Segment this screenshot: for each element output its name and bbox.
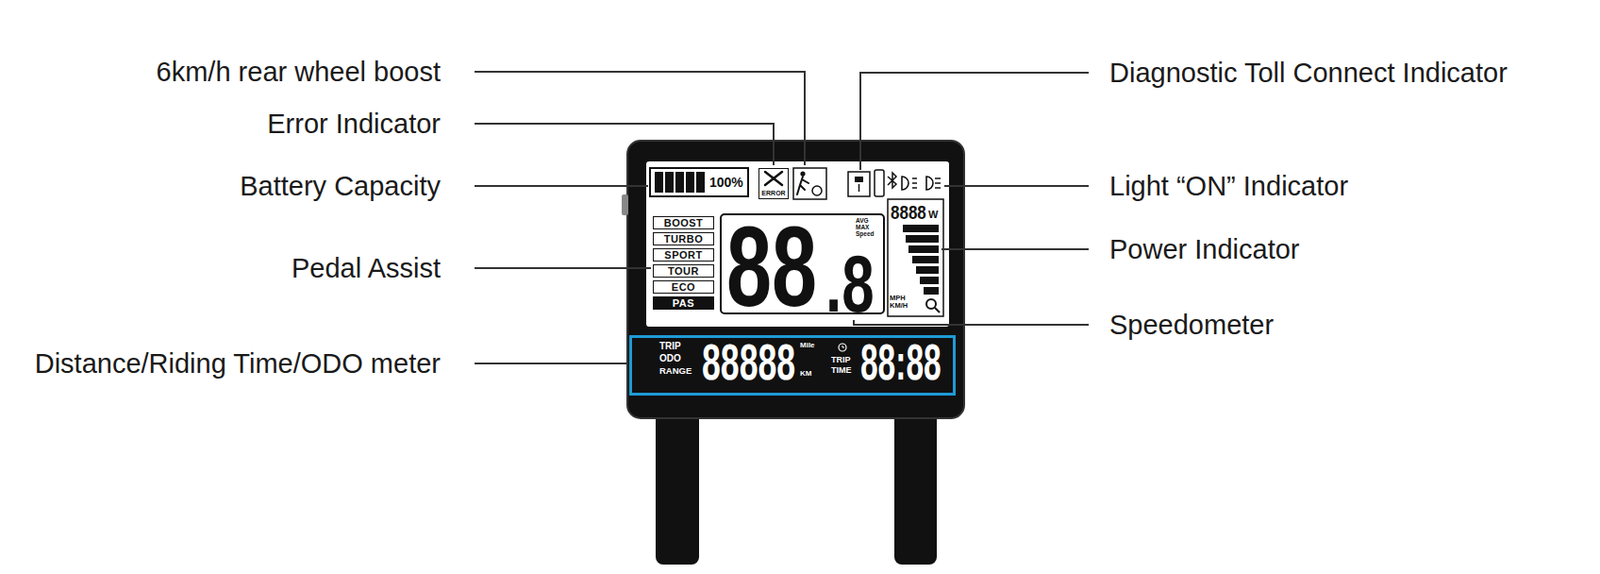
leader-line [941,248,1089,250]
assist-level-text: BOOST [664,217,704,229]
lcd-screen [646,161,950,327]
unit-text: Mile [800,341,816,350]
assist-level-text: SPORT [664,250,702,261]
leader-lines [474,71,1089,364]
power-bar [919,276,939,284]
error-tools-icon [765,171,783,185]
speed-mode-text: Speed [855,231,875,238]
leader-line [474,123,774,166]
trip-mode-text: TRIP [659,341,682,351]
trip-mode-text: RANGE [659,366,692,376]
light-icon [901,176,909,190]
leader-line [853,319,1089,325]
boost-icon-frame [793,167,827,200]
side-button [621,194,629,216]
leader-line [860,72,1089,170]
power-bar [923,286,939,295]
battery-percent: 100% [709,175,744,189]
power-unit: W [928,209,938,220]
error-text: ERROR [761,189,785,197]
assist-level-text: TOUR [667,266,700,277]
leader-line [474,184,649,187]
battery-bar [685,171,695,193]
assist-level-text: PAS [672,298,695,309]
clock-hands [842,345,845,348]
power-bar [916,266,939,274]
power-bars [902,224,939,295]
power-frame [887,199,944,317]
battery-bar [675,171,684,193]
assist-level-text: TURBO [664,233,704,245]
battery-bar [665,171,674,193]
boost-wheel [812,185,822,196]
phone-icon [874,169,884,197]
leader-line [474,266,651,269]
power-bar [912,255,939,264]
diagnostic-pin [858,183,861,192]
trip-time-text: TRIP [831,355,851,365]
trip-mode-text: ODO [659,353,682,364]
speed-digits: 88 [726,220,817,312]
callout-label: Error Indicator [266,110,441,138]
callout-label: Battery Capacity [239,172,441,200]
callout-label: Light “ON” Indicator [1109,172,1349,200]
callout-label: Diagnostic Toll Connect Indicator [1109,59,1508,87]
tool-stroke [765,171,783,185]
display-body [627,140,965,418]
time-digits: 88:88 [860,341,942,383]
light-rays [912,178,941,188]
callout-label: Speedometer [1109,311,1274,339]
assist-level-box: TURBO [652,232,715,246]
unit-text: KM [800,369,812,378]
unit-text: MPH [889,294,906,302]
assist-level-box: PAS [652,296,715,310]
power-bar [905,234,939,243]
magnifier-icon [926,299,936,309]
tool-stroke [765,171,783,185]
power-bar [908,245,939,253]
battery-bar [696,171,705,193]
bluetooth-icon [887,172,897,188]
power-bar [902,224,939,233]
assist-level-box: BOOST [652,216,715,230]
assist-level-text: ECO [671,282,696,293]
trip-time-text: TIME [831,366,852,375]
power-digits: 8888 [890,204,927,220]
speed-mode-text: MAX [855,224,869,232]
walker-head [800,170,805,176]
callout-label: Power Indicator [1109,235,1300,264]
leader-line [474,362,628,365]
battery-bar [654,171,664,193]
battery-outline [650,167,749,197]
assist-level-box: ECO [652,280,715,294]
leader-line [474,71,805,166]
leader-line [944,184,1089,187]
speed-decimal: .8 [825,250,875,317]
callout-label: Distance/Riding Time/ODO meter [34,350,441,378]
unit-text: KM/H [889,301,908,310]
speed-mode-text: AVG [855,217,869,225]
trip-info-box: TRIPODORANGE88888MileKMTRIPTIME88:88 [629,334,956,396]
error-indicator-box: ERROR [758,167,789,200]
magnifier-handle [934,307,940,313]
callout-label: Pedal Assist [291,254,441,283]
assist-level-box: TOUR [652,264,715,278]
light-icon [926,176,934,190]
callout-label: 6km/h rear wheel boost [156,58,441,86]
distance-digits: 88888 [701,341,796,383]
walker-body [797,176,809,195]
diagnostic-icon [848,171,870,197]
clock-icon [838,343,847,351]
mount-leg [655,405,700,565]
mount-leg [894,405,937,565]
assist-level-box: SPORT [652,248,715,262]
diagnostic-plug [854,176,864,183]
